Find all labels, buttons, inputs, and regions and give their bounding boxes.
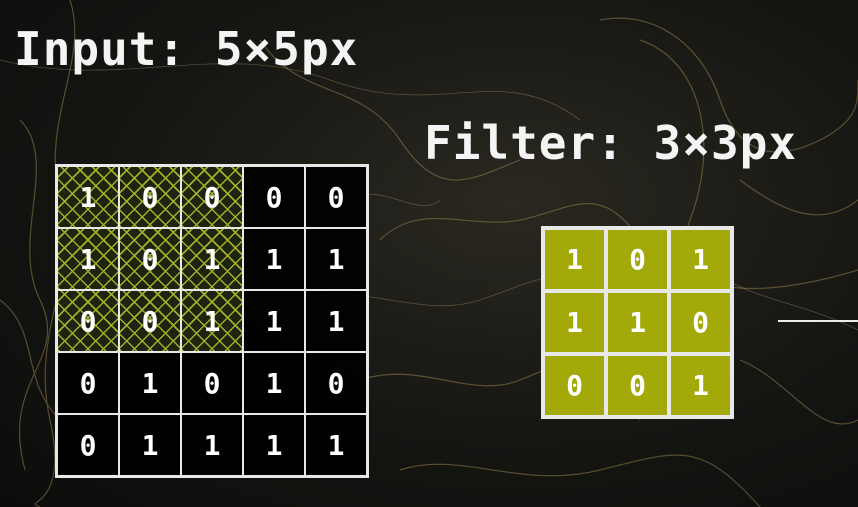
input-cell: 1 <box>305 228 367 290</box>
input-cell: 0 <box>119 228 181 290</box>
filter-cell: 0 <box>606 354 669 417</box>
input-cell: 1 <box>243 414 305 476</box>
filter-title: Filter: 3×3px <box>424 116 798 170</box>
input-cell: 1 <box>305 414 367 476</box>
input-cell: 0 <box>119 290 181 352</box>
filter-cell: 1 <box>606 291 669 354</box>
input-cell: 1 <box>243 290 305 352</box>
input-cell: 1 <box>305 290 367 352</box>
filter-cell: 1 <box>543 291 606 354</box>
input-cell: 0 <box>57 352 119 414</box>
filter-cell: 1 <box>543 228 606 291</box>
input-cell: 1 <box>57 166 119 228</box>
input-cell: 1 <box>243 352 305 414</box>
input-cell: 1 <box>119 414 181 476</box>
input-cell: 0 <box>119 166 181 228</box>
filter-cell: 1 <box>669 354 732 417</box>
input-cell: 1 <box>57 228 119 290</box>
input-cell: 0 <box>57 414 119 476</box>
filter-cell: 1 <box>669 228 732 291</box>
filter-cell: 0 <box>543 354 606 417</box>
input-cell: 1 <box>181 414 243 476</box>
input-cell: 0 <box>305 166 367 228</box>
input-title: Input: 5×5px <box>14 22 359 76</box>
input-cell: 1 <box>119 352 181 414</box>
input-cell: 1 <box>181 290 243 352</box>
input-cell: 1 <box>243 228 305 290</box>
filter-cell: 0 <box>606 228 669 291</box>
input-cell: 0 <box>243 166 305 228</box>
input-cell: 0 <box>57 290 119 352</box>
filter-cell: 0 <box>669 291 732 354</box>
output-arrow-line <box>778 320 858 322</box>
input-cell: 0 <box>181 166 243 228</box>
input-cell: 1 <box>181 228 243 290</box>
input-cell: 0 <box>305 352 367 414</box>
input-cell: 0 <box>181 352 243 414</box>
